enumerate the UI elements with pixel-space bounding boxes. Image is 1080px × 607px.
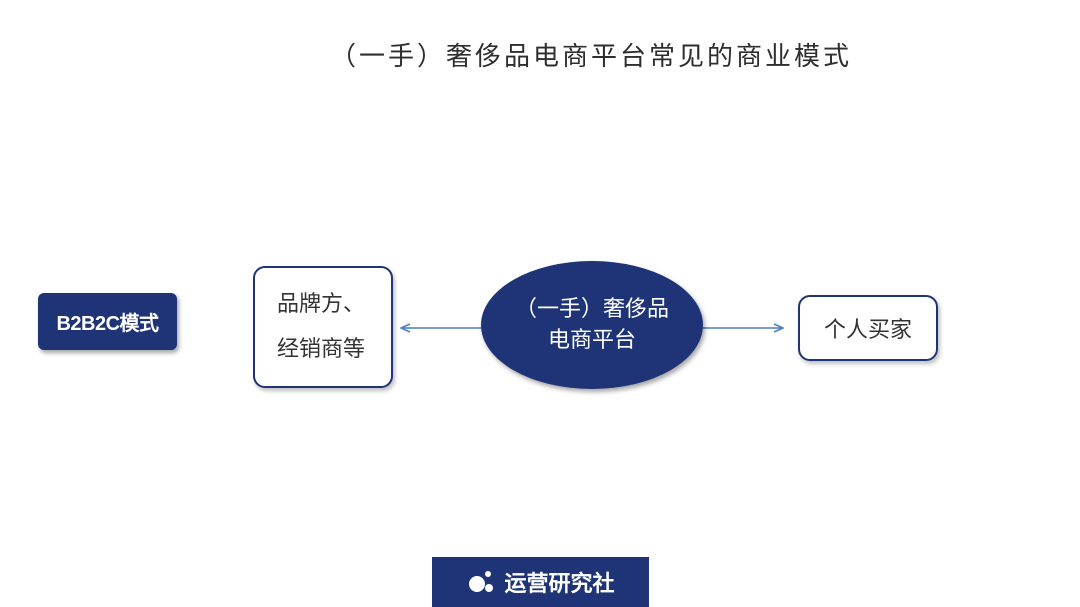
platform-node: （一手）奢侈品 电商平台 — [481, 261, 703, 389]
brands-line-1: 品牌方、 — [277, 292, 366, 317]
brands-distributors-box: 品牌方、 经销商等 — [253, 266, 393, 388]
brands-line-2: 经销商等 — [277, 337, 366, 362]
logo-text: 运营研究社 — [504, 572, 615, 597]
brand-logo: 运营研究社 — [432, 557, 649, 607]
platform-line-2: 电商平台 — [547, 328, 636, 353]
buyer-label: 个人买家 — [823, 318, 912, 343]
model-badge: B2B2C模式 — [38, 293, 177, 350]
platform-line-1: （一手）奢侈品 — [514, 297, 669, 322]
chat-bubble-dots-icon — [466, 569, 496, 595]
slide-title: （一手）奢侈品电商平台常见的商业模式 — [330, 42, 853, 72]
individual-buyer-box: 个人买家 — [798, 295, 938, 361]
